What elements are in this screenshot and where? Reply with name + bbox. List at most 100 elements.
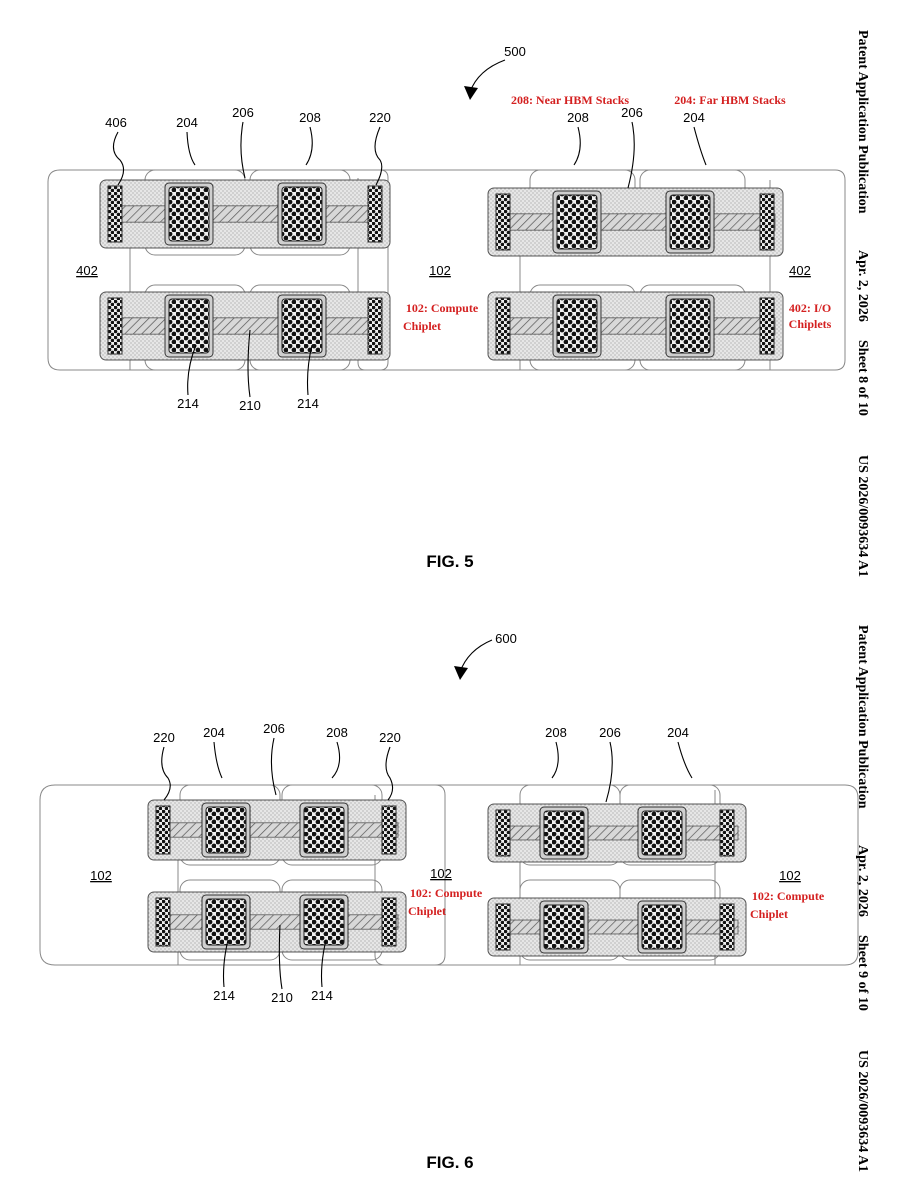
label-220: 220 [153, 730, 175, 745]
io-pad [381, 897, 397, 947]
annotation-compute: Chiplet [403, 319, 441, 333]
hbm-stack [303, 806, 345, 854]
hbm-stack [641, 810, 683, 856]
leader-line [247, 329, 251, 398]
hbm-stack [205, 806, 247, 854]
label-208: 208 [545, 725, 567, 740]
hbm-stack [281, 298, 323, 354]
label-210: 210 [271, 990, 293, 1005]
leader-line [693, 126, 707, 166]
label-214: 214 [311, 988, 333, 1003]
annotation-io: Chiplets [789, 317, 832, 331]
interconnect-bar [107, 205, 383, 223]
interconnect-bar [495, 825, 739, 841]
label-208: 208 [326, 725, 348, 740]
hbm-stack [641, 904, 683, 950]
leader-line [627, 121, 635, 189]
label-210: 210 [239, 398, 261, 413]
interconnect-bar [495, 213, 776, 231]
leader-line [320, 939, 327, 988]
hbm-stack [669, 298, 711, 354]
package-outline-right [357, 169, 846, 371]
arrowhead [454, 666, 468, 680]
io-pad [367, 297, 383, 355]
io-pad [495, 193, 511, 251]
io-pad [367, 185, 383, 243]
label-220: 220 [379, 730, 401, 745]
figure-ref-500: 500 [504, 44, 526, 59]
label-206: 206 [263, 721, 285, 736]
interconnect-bar [495, 317, 776, 335]
label-102: 102 [90, 868, 112, 883]
label-204: 204 [667, 725, 689, 740]
io-pad [107, 297, 123, 355]
hbm-stack [669, 194, 711, 250]
arrowhead [464, 86, 478, 100]
io-pad [155, 805, 171, 855]
annotation-compute: 102: Compute [410, 886, 483, 900]
leader-line [573, 126, 581, 166]
leader-line [331, 741, 341, 779]
io-pad [381, 805, 397, 855]
label-102: 102 [430, 866, 452, 881]
label-402: 402 [76, 263, 98, 278]
label-204: 204 [176, 115, 198, 130]
leader-line [469, 59, 506, 93]
label-layer: 500 406 204 206 208 220 208 206 204 402 102 402 214 2… [76, 44, 832, 1172]
leader-line [385, 746, 394, 801]
annotation-io: 402: I/O [789, 301, 831, 315]
figure-caption: FIG. 6 [426, 1153, 473, 1172]
io-pad [155, 897, 171, 947]
io-pad [759, 193, 775, 251]
figure-6 [39, 784, 859, 966]
leader-line [186, 131, 196, 166]
annotation-far-hbm: 204: Far HBM Stacks [674, 93, 786, 107]
leader-line [187, 344, 197, 396]
label-204: 204 [203, 725, 225, 740]
leader-line [605, 741, 613, 803]
label-206: 206 [232, 105, 254, 120]
figure-ref-600: 600 [495, 631, 517, 646]
io-pad [719, 903, 735, 951]
leader-line [213, 741, 223, 779]
annotation-compute: 102: Compute [752, 889, 825, 903]
io-pad [495, 809, 511, 857]
hbm-stack [205, 898, 247, 946]
label-208: 208 [299, 110, 321, 125]
leader-line [306, 344, 313, 396]
leader-line [222, 939, 229, 988]
hbm-stack [543, 810, 585, 856]
package-outline-right [374, 784, 859, 966]
annotation-compute: 102: Compute [406, 301, 479, 315]
leader-line [112, 131, 125, 186]
interconnect-bar [495, 919, 739, 935]
hbm-stack [543, 904, 585, 950]
label-204: 204 [683, 110, 705, 125]
label-208: 208 [567, 110, 589, 125]
figure-5 [47, 169, 846, 371]
label-214: 214 [297, 396, 319, 411]
label-206: 206 [599, 725, 621, 740]
io-pad [495, 297, 511, 355]
io-pad [759, 297, 775, 355]
interconnect-bar [107, 317, 383, 335]
leader-line [677, 741, 693, 779]
hbm-stack [281, 186, 323, 242]
leader-line [278, 924, 283, 990]
label-220: 220 [369, 110, 391, 125]
label-406: 406 [105, 115, 127, 130]
hbm-stack [168, 186, 210, 242]
io-pad [719, 809, 735, 857]
figure-caption: FIG. 5 [426, 552, 473, 571]
leader-line [305, 126, 313, 166]
label-102: 102 [429, 263, 451, 278]
label-102: 102 [779, 868, 801, 883]
leader-line [240, 121, 246, 179]
interconnect-bar [155, 822, 399, 838]
annotation-compute: Chiplet [750, 907, 788, 921]
annotation-compute: Chiplet [408, 904, 446, 918]
leader-line [459, 639, 493, 673]
label-402: 402 [789, 263, 811, 278]
label-214: 214 [177, 396, 199, 411]
